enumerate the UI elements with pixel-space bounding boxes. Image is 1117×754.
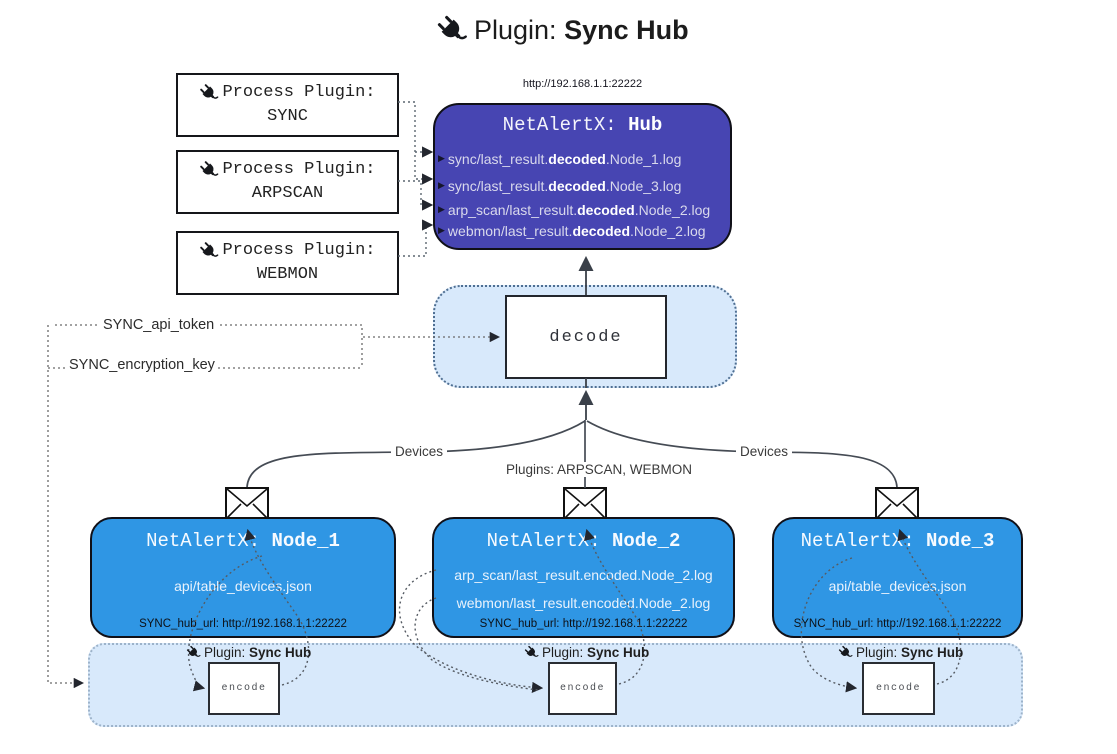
arrow-right-icon: ▶ (438, 153, 445, 163)
encode-box-1: encode (208, 662, 280, 715)
process-plugin-box-arpscan: Process Plugin: ARPSCAN (176, 150, 399, 214)
node-title: NetAlertX: Node_2 (434, 530, 733, 556)
arrow-right-icon: ▶ (438, 180, 445, 190)
process-plugin-label: Process Plugin: (222, 241, 376, 260)
process-plugin-name: WEBMON (256, 265, 319, 284)
page-title-name: Sync Hub (564, 14, 689, 45)
encode-box-2: encode (548, 662, 617, 715)
process-plugin-box-webmon: Process Plugin: WEBMON (176, 231, 399, 295)
node-hub-url: SYNC_hub_url: http://192.168.1.1:22222 (479, 618, 688, 630)
node-file: webmon/last_result.encoded.Node_2.log (456, 595, 711, 611)
process-plugin-name: SYNC (267, 107, 308, 126)
encoder-label-2: Plugin: Sync Hub (524, 645, 649, 660)
hub-log-entry: ▶sync/last_result.decoded.Node_1.log (438, 145, 730, 172)
log-pre: sync/last_result. (447, 177, 549, 194)
node-3: NetAlertX: Node_3 api/table_devices.json… (772, 517, 1023, 638)
node-file: api/table_devices.json (828, 578, 967, 594)
encoder-label-name: Sync Hub (249, 645, 312, 660)
hub-log-entry: ▶webmon/last_result.decoded.Node_2.log (438, 220, 730, 241)
sync-encryption-key-label: SYNC_encryption_key (66, 357, 218, 373)
hub-title-prefix: NetAlertX: (502, 114, 629, 136)
node-title: NetAlertX: Node_1 (92, 530, 394, 556)
edge-label-plugins: Plugins: ARPSCAN, WEBMON (502, 462, 697, 477)
encoder-label-prefix: Plugin: (856, 645, 902, 660)
encoder-label-name: Sync Hub (901, 645, 964, 660)
plug-icon (199, 83, 219, 103)
log-post: .Node_1.log (605, 150, 682, 167)
node-title-name: Node_1 (271, 530, 340, 552)
envelope-icon (563, 487, 607, 520)
page-title-prefix: Plugin: (474, 14, 565, 45)
log-pre: arp_scan/last_result. (447, 201, 578, 218)
envelope-icon (875, 487, 919, 520)
plug-icon (524, 645, 539, 660)
encoder-label-1: Plugin: Sync Hub (186, 645, 311, 660)
sync-api-token-label: SYNC_api_token (100, 317, 218, 333)
encoder-label-prefix: Plugin: (542, 645, 588, 660)
envelope-icon (225, 487, 269, 520)
hub-log-entry: ▶sync/last_result.decoded.Node_3.log (438, 172, 730, 199)
node-title: NetAlertX: Node_3 (774, 530, 1021, 556)
node-title-prefix: NetAlertX: (146, 530, 272, 552)
node-hub-url: SYNC_hub_url: http://192.168.1.1:22222 (793, 618, 1002, 630)
encode-box-3: encode (862, 662, 935, 715)
arrow-right-icon: ▶ (438, 225, 445, 235)
hub-node: NetAlertX: Hub ▶sync/last_result.decoded… (433, 103, 732, 250)
decode-box: decode (505, 295, 667, 379)
encoder-label-3: Plugin: Sync Hub (838, 645, 963, 660)
node-file: api/table_devices.json (174, 578, 312, 594)
node-1: NetAlertX: Node_1 api/table_devices.json… (90, 517, 396, 638)
hub-title: NetAlertX: Hub (435, 114, 730, 142)
plug-icon (838, 645, 853, 660)
node-2: NetAlertX: Node_2 arp_scan/last_result.e… (432, 517, 735, 638)
encoder-label-name: Sync Hub (587, 645, 650, 660)
plug-icon (199, 160, 219, 180)
log-bold: decoded (572, 222, 631, 239)
log-bold: decoded (548, 150, 606, 167)
log-pre: sync/last_result. (447, 150, 549, 167)
edge-label-devices-right: Devices (736, 444, 793, 459)
node-file: arp_scan/last_result.encoded.Node_2.log (454, 567, 713, 583)
plug-icon (436, 14, 468, 46)
hub-title-name: Hub (628, 114, 663, 136)
process-plugin-label: Process Plugin: (222, 160, 376, 179)
encoder-label-prefix: Plugin: (204, 645, 250, 660)
node-title-name: Node_3 (926, 530, 995, 552)
log-bold: decoded (577, 201, 635, 218)
node-title-prefix: NetAlertX: (800, 530, 926, 552)
process-plugin-name: ARPSCAN (251, 184, 324, 203)
node-title-prefix: NetAlertX: (486, 530, 612, 552)
hub-log-list: ▶sync/last_result.decoded.Node_1.log ▶sy… (438, 145, 730, 241)
log-post: .Node_2.log (630, 222, 706, 239)
plug-icon (199, 241, 219, 261)
node-title-name: Node_2 (612, 530, 681, 552)
process-plugin-box-sync: Process Plugin: SYNC (176, 73, 399, 137)
log-post: .Node_2.log (634, 201, 711, 218)
hub-log-entry: ▶arp_scan/last_result.decoded.Node_2.log (438, 199, 730, 220)
log-bold: decoded (548, 177, 606, 194)
log-post: .Node_3.log (605, 177, 682, 194)
plug-icon (186, 645, 201, 660)
log-pre: webmon/last_result. (447, 222, 573, 239)
arrow-right-icon: ▶ (438, 204, 445, 214)
process-plugin-label: Process Plugin: (222, 83, 376, 102)
page-title: Plugin: Sync Hub (436, 14, 689, 46)
node-hub-url: SYNC_hub_url: http://192.168.1.1:22222 (139, 618, 347, 630)
edge-label-devices-left: Devices (391, 444, 448, 459)
hub-url-label: http://192.168.1.1:22222 (522, 78, 643, 90)
